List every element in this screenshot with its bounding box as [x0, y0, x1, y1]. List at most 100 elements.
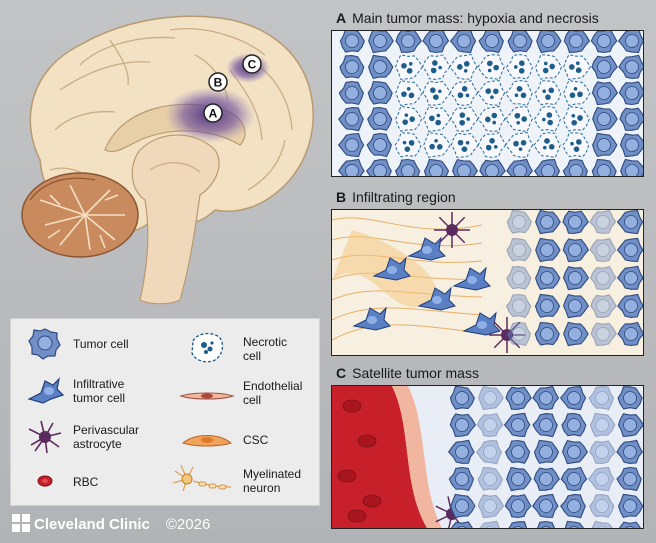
perivascular-astrocyte [434, 212, 470, 248]
tumor-cell [479, 520, 501, 528]
perivascular-astrocyte-icon [28, 420, 62, 454]
tumor-cell [368, 54, 394, 80]
tumor-cell [535, 210, 561, 235]
tumor-cell [506, 266, 532, 290]
necrotic-cell [534, 80, 562, 106]
endothelial-cell-icon [179, 392, 235, 400]
tumor-cell [564, 520, 584, 528]
tumor-cell [339, 55, 365, 79]
tumor-cell [531, 493, 559, 518]
tumor-cell [589, 494, 615, 518]
brainstem [131, 134, 220, 305]
necrotic-cell [535, 54, 563, 80]
tumor-cell [589, 440, 616, 464]
rbc [357, 434, 377, 448]
legend-label-myelinated-neuron: Myelinated neuron [243, 467, 302, 495]
tumor-cell [619, 133, 643, 158]
panel-a-letter: A [336, 10, 347, 26]
tumor-cell [591, 55, 618, 79]
tumor-cell [562, 158, 588, 176]
tumor-cell [478, 386, 504, 411]
necrotic-cell [395, 54, 424, 80]
csc-icon [181, 434, 233, 447]
brain-marker-c: C [242, 54, 262, 74]
tumor-cell [536, 31, 562, 54]
necrotic-cell [505, 80, 533, 106]
tumor-cell [587, 466, 615, 491]
rbc-icon [37, 475, 53, 487]
blood-vessel [332, 386, 427, 528]
necrotic-cell [449, 80, 479, 106]
tumor-cell [562, 210, 589, 234]
neuron-fiber [332, 307, 483, 321]
rbc [347, 509, 367, 523]
panel-c-title-text: Satellite tumor mass [352, 365, 479, 381]
tumor-cell [478, 31, 505, 54]
necrotic-cell-icon [191, 332, 224, 363]
tumor-cell [589, 210, 617, 235]
tumor-cell [423, 158, 450, 176]
necrotic-cell [394, 132, 422, 158]
svg-text:C: C [248, 58, 257, 72]
tumor-cell [616, 265, 643, 290]
necrotic-cell [477, 105, 506, 132]
tumor-cell [590, 294, 617, 318]
svg-text:A: A [209, 107, 218, 121]
tumor-cell [619, 107, 643, 131]
gyri-lines [49, 28, 293, 191]
tumor-cell [422, 31, 450, 54]
tumor-cell [617, 321, 643, 347]
tumor-cell [560, 466, 588, 492]
tumor-cell [589, 237, 617, 263]
tumor-cell [338, 158, 365, 176]
cleveland-clinic-logo-icon [12, 514, 30, 532]
tumor-cell [449, 386, 475, 410]
legend: Tumor cell Necrotic cell Infiltrative tu… [10, 318, 320, 506]
rbc [362, 494, 382, 508]
necrotic-cell [423, 131, 451, 158]
tumor-cell [367, 81, 393, 105]
rbc [337, 469, 357, 483]
footer-copyright: ©2026 [165, 516, 211, 533]
footer-brand: Cleveland Clinic [34, 516, 150, 533]
necrotic-cell [450, 106, 479, 132]
tumor-cell [535, 265, 561, 291]
tumor-cell [533, 467, 560, 491]
tumor-cell [394, 158, 421, 176]
tumor-cell [533, 159, 561, 176]
panel-b-illustration [331, 209, 644, 356]
tumor-cell [535, 237, 561, 263]
tumor-cell [506, 158, 533, 176]
vessel-wall [392, 386, 442, 528]
tumor-cell [476, 412, 504, 438]
panel-c-cells [332, 386, 643, 528]
tumor-cell [534, 322, 560, 346]
tumor-cell [591, 159, 617, 176]
tumor-cell [479, 159, 506, 176]
tumor-cell [617, 386, 643, 410]
tumor-cell [367, 107, 393, 131]
legend-label-rbc: RBC [73, 475, 99, 489]
rbc [342, 399, 362, 413]
infiltrative-tumor-cell-icon [27, 377, 65, 404]
necrotic-cell [476, 80, 506, 106]
tumor-cell [505, 386, 532, 410]
tumor-cell [506, 210, 532, 234]
tumor-cell [618, 493, 643, 519]
brain-marker-a: A [203, 103, 223, 123]
tumor-cell [475, 440, 503, 465]
necrotic-cell [504, 132, 534, 158]
cerebellum [21, 172, 139, 258]
tumor-cell [366, 132, 393, 158]
tumor-cell [590, 31, 618, 54]
perivascular-astrocyte [489, 317, 525, 353]
tumor-cell [559, 386, 587, 411]
tumor-cell [503, 412, 531, 437]
necrotic-cell [422, 80, 452, 106]
tumor-cell [447, 439, 475, 464]
panel-c-letter: C [336, 365, 347, 381]
tumor-cell [590, 322, 617, 346]
tumor-cell [508, 521, 528, 528]
